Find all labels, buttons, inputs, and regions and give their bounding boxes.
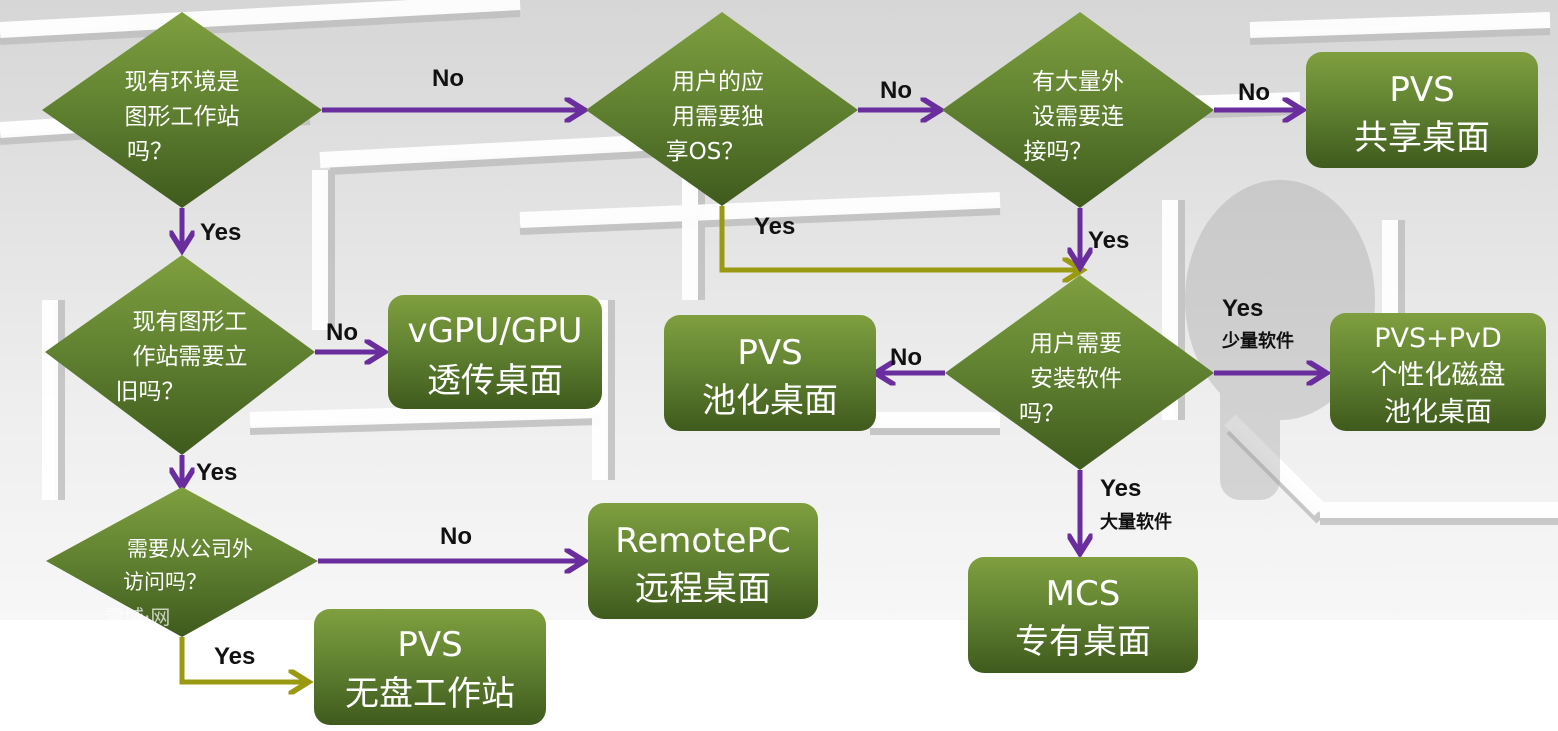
result-remotepc-line-1: RemotePC [615,521,790,561]
result-remotepc-line-2: 远程桌面 [635,569,771,609]
result-pooled-desktop: PVS 池化桌面 [664,315,876,431]
decision-replace-line-3: 旧吗？ [116,379,185,405]
edge-label-d6-yes-few: Yes [1222,295,1263,322]
result-remotepc: RemotePC 远程桌面 [588,503,818,619]
result-pooled-line-2: 池化桌面 [702,381,838,421]
figure-silhouette [1185,180,1375,500]
edge-label-d4-yes: Yes [754,213,795,240]
edge-sublabel-d6-many-software: 大量软件 [1100,511,1172,533]
decision-install-line-1: 用户需要 [1030,331,1122,357]
decision-replace-line-2: 作站需要立 [133,344,248,370]
decision-peripherals-line-1: 有大量外 [1032,69,1124,95]
edge-label-d5-yes: Yes [1088,227,1129,254]
result-vgpu-passthrough: vGPU/GPU 透传桌面 [388,295,602,409]
result-mcs-dedicated: MCS 专有桌面 [968,557,1198,673]
decision-install-line-2: 安装软件 [1030,366,1122,392]
decision-workstation-line-2: 图形工作站 [125,104,240,130]
decision-os-line-2: 用需要独 [672,104,764,130]
edge-label-d6-no: No [890,344,922,371]
decision-external-access: 需要从公司外 访问吗？ [46,487,318,637]
edge-sublabel-d6-few-software: 少量软件 [1221,330,1294,352]
result-shared-desktop: PVS 共享桌面 [1306,52,1538,168]
decision-replace-line-1: 现有图形工 [133,309,248,335]
result-shared-line-2: 共享桌面 [1354,118,1490,158]
result-vgpu-line-1: vGPU/GPU [407,311,582,351]
decision-workstation-line-3: 吗？ [127,139,173,165]
edge-label-d6-yes-many: Yes [1100,475,1141,502]
watermark-text: 雪域·网 [104,605,170,629]
result-pvd-line-3: 池化桌面 [1384,397,1492,428]
edge-label-d1-no: No [432,65,464,92]
result-shared-line-1: PVS [1389,70,1454,110]
decision-workstation-line-1: 现有环境是 [125,69,240,95]
decision-peripherals-line-2: 设需要连 [1032,104,1124,130]
decision-peripherals: 有大量外 设需要连 接吗？ [942,12,1214,208]
result-pvs-pvd: PVS+PvD 个性化磁盘 池化桌面 [1330,313,1546,431]
result-mcs-line-2: 专有桌面 [1015,622,1151,662]
decision-external-line-1: 需要从公司外 [127,537,253,561]
result-pooled-line-1: PVS [737,333,802,373]
decision-install-software: 用户需要 安装软件 吗？ [945,275,1214,470]
result-pvd-line-1: PVS+PvD [1374,323,1502,354]
result-diskless-workstation: PVS 无盘工作站 [314,609,546,725]
edge-label-d4-no: No [880,77,912,104]
edge-label-d3-no: No [440,523,472,550]
decision-replace-workstation: 现有图形工 作站需要立 旧吗？ [45,255,315,455]
result-diskless-line-2: 无盘工作站 [345,674,515,714]
connector-d3-to-diskless [179,637,306,682]
edge-label-d2-yes: Yes [196,459,237,486]
edge-label-d5-no: No [1238,79,1270,106]
decision-peripherals-line-3: 接吗？ [1024,139,1093,165]
decision-os-line-1: 用户的应 [672,69,764,95]
result-vgpu-line-2: 透传桌面 [427,361,563,401]
edge-label-d3-yes: Yes [214,643,255,670]
decision-os-line-3: 享OS？ [666,139,745,165]
decision-install-line-3: 吗？ [1019,401,1065,427]
decision-external-line-2: 访问吗？ [123,570,207,594]
connector-d4-to-d6 [719,206,1080,270]
decision-workstation: 现有环境是 图形工作站 吗？ [42,12,322,208]
result-diskless-line-1: PVS [397,625,462,665]
result-mcs-line-1: MCS [1046,574,1121,614]
edge-label-d2-no: No [326,319,358,346]
decision-dedicated-os: 用户的应 用需要独 享OS？ [586,12,858,206]
edge-label-d1-yes: Yes [200,219,241,246]
result-pvd-line-2: 个性化磁盘 [1371,360,1506,391]
